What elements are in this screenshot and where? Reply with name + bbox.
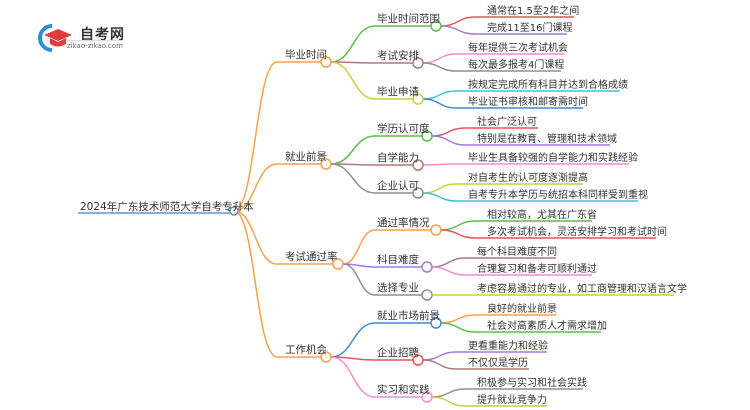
expand-toggle (412, 57, 424, 69)
sub-branch-node[interactable]: 实习和实践 (377, 383, 430, 396)
leaf-node[interactable]: 社会对高素质人才需求增加 (487, 319, 607, 332)
leaf-line (422, 62, 561, 72)
sub-branch-line (330, 163, 413, 166)
expand-toggle (412, 187, 424, 199)
leaf-node[interactable]: 合理复习和备考可顺利通过 (477, 262, 597, 275)
leaf-node[interactable]: 积极参与实习和社会实践 (477, 376, 587, 389)
expand-toggle (421, 391, 433, 403)
expand-toggle (320, 351, 332, 363)
root-node[interactable]: 2024年广东技术师范大学自考专升本 (80, 200, 254, 213)
leaf-node[interactable]: 每个科目难度不同 (477, 245, 557, 258)
sub-branch-node[interactable]: 毕业申请 (377, 85, 419, 98)
leaf-node[interactable]: 毕业证书审核和邮寄需时间 (468, 95, 588, 108)
sub-branch-node[interactable]: 选择专业 (377, 281, 419, 294)
leaf-line (431, 396, 547, 407)
branch-node[interactable]: 考试通过率 (285, 250, 338, 263)
branch-node[interactable]: 毕业时间 (285, 48, 327, 61)
leaf-line (422, 163, 629, 166)
logo-url: zikao-zikao.com (67, 40, 123, 50)
expand-toggle (320, 158, 332, 170)
leaf-node[interactable]: 通常在1.5至2年之间 (487, 4, 579, 17)
expand-toggle (421, 261, 433, 273)
sub-branch-node[interactable]: 自学能力 (377, 151, 419, 164)
expand-toggle (430, 20, 442, 32)
sub-branch-line (342, 229, 431, 265)
leaf-line (431, 266, 592, 276)
leaf-node[interactable]: 考虑容易通过的专业，如工商管理和汉语言文学 (477, 282, 687, 295)
expand-toggle (421, 130, 433, 142)
sub-branch-node[interactable]: 就业市场前景 (377, 309, 440, 322)
branch-line (233, 210, 333, 265)
expand-toggle (430, 317, 442, 329)
sub-branch-line (330, 163, 413, 194)
leaf-line (440, 25, 567, 35)
leaf-node[interactable]: 完成11至16门课程 (487, 21, 572, 34)
sub-branch-line (330, 61, 413, 64)
leaf-node[interactable]: 相对较高，尤其在广东省 (487, 208, 597, 221)
leaf-node[interactable]: 不仅仅是学历 (468, 356, 528, 369)
branch-line (233, 210, 321, 358)
expand-toggle (412, 354, 424, 366)
sub-branch-line (330, 25, 431, 63)
logo (30, 22, 140, 52)
sub-branch-node[interactable]: 学历认可度 (377, 122, 430, 135)
leaf-node[interactable]: 社会广泛认可 (477, 115, 537, 128)
expand-toggle (412, 159, 424, 171)
branch-line (233, 163, 321, 212)
leaf-node[interactable]: 按规定完成所有科目并达到合格成绩 (468, 78, 628, 91)
sub-branch-node[interactable]: 企业认可 (377, 179, 419, 192)
leaf-node[interactable]: 每年提供三次考试机会 (468, 41, 568, 54)
leaf-line (440, 229, 656, 239)
branch-node[interactable]: 就业前景 (285, 150, 327, 163)
sub-branch-line (330, 322, 431, 358)
sub-branch-node[interactable]: 毕业时间范围 (377, 12, 440, 25)
leaf-line (422, 98, 583, 109)
leaf-line (431, 135, 610, 146)
sub-branch-line (330, 356, 413, 361)
expand-toggle (332, 258, 344, 270)
leaf-node[interactable]: 特别是在教育、管理和技术领域 (477, 132, 617, 145)
branch-line (233, 61, 321, 212)
sub-branch-line (330, 135, 422, 165)
leaf-line (422, 359, 529, 370)
expand-toggle (320, 56, 332, 68)
leaf-node[interactable]: 多次考试机会，灵活安排学习和考试时间 (487, 225, 667, 238)
branch-node[interactable]: 工作机会 (285, 343, 327, 356)
leaf-node[interactable]: 良好的就业前景 (487, 302, 557, 315)
expand-toggle (430, 224, 442, 236)
sub-branch-line (342, 263, 422, 296)
sub-branch-node[interactable]: 通过率情况 (377, 216, 430, 229)
sub-branch-node[interactable]: 科目难度 (377, 253, 419, 266)
expand-toggle (412, 93, 424, 105)
sub-branch-line (330, 356, 422, 398)
sub-branch-node[interactable]: 企业招聘 (377, 346, 419, 359)
root-toggle (229, 206, 239, 216)
logo-title: 自考网 (80, 27, 125, 43)
leaf-node[interactable]: 提升就业竞争力 (477, 393, 547, 406)
expand-toggle (421, 289, 433, 301)
leaf-node[interactable]: 对自考生的认可度逐渐提高 (468, 171, 588, 184)
leaf-node[interactable]: 每次最多报考4门课程 (468, 58, 564, 71)
sub-branch-line (330, 61, 413, 100)
leaf-line (440, 322, 601, 333)
sub-branch-node[interactable]: 考试安排 (377, 49, 419, 62)
leaf-line (422, 192, 638, 202)
leaf-node[interactable]: 自考专升本学历与统招本科同样受到重视 (468, 188, 648, 201)
graduation-cap-icon (38, 24, 72, 52)
leaf-node[interactable]: 更看重能力和经验 (468, 339, 548, 352)
leaf-node[interactable]: 毕业生具备较强的自学能力和实践经验 (468, 151, 638, 164)
